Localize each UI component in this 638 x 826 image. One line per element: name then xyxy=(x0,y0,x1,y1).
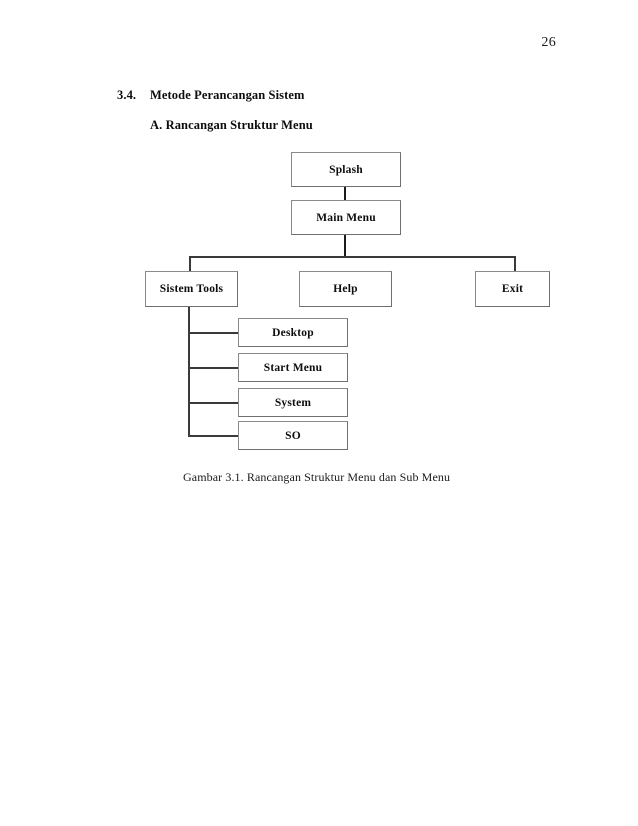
node-desktop: Desktop xyxy=(238,318,348,347)
connector-main-menu-stem xyxy=(344,234,346,257)
connector-stub-start-menu xyxy=(188,367,239,369)
section-number: 3.4. xyxy=(117,88,137,102)
connector-sistem-tools-spine xyxy=(188,306,190,436)
section-title: Metode Perancangan Sistem xyxy=(150,88,305,102)
page-number: 26 xyxy=(541,35,556,50)
node-main-menu: Main Menu xyxy=(291,200,401,235)
node-help: Help xyxy=(299,271,392,307)
connector-bus-to-exit xyxy=(514,256,516,272)
node-start-menu: Start Menu xyxy=(238,353,348,382)
connector-stub-desktop xyxy=(188,332,239,334)
connector-splash-to-main-menu xyxy=(344,186,346,201)
connector-stub-system xyxy=(188,402,239,404)
menu-structure-diagram: Splash Main Menu Sistem Tools Help Exit … xyxy=(145,152,550,450)
node-sistem-tools: Sistem Tools xyxy=(145,271,238,307)
connector-stub-so xyxy=(188,435,239,437)
node-exit: Exit xyxy=(475,271,550,307)
node-splash: Splash xyxy=(291,152,401,187)
connector-bus-to-sistem-tools xyxy=(189,256,191,272)
node-system: System xyxy=(238,388,348,417)
subsection-heading: A. Rancangan Struktur Menu xyxy=(150,118,313,132)
figure-caption: Gambar 3.1. Rancangan Struktur Menu dan … xyxy=(183,470,451,484)
node-so: SO xyxy=(238,421,348,450)
section-heading: 3.4. Metode Perancangan Sistem xyxy=(117,88,305,103)
connector-level2-bus xyxy=(189,256,516,258)
